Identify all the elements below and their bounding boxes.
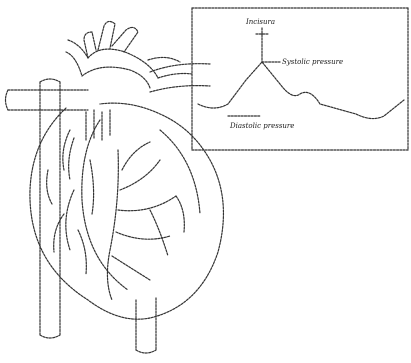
valves	[63, 110, 110, 180]
coronary-vessels	[47, 142, 185, 300]
pulmonary-artery	[150, 64, 210, 92]
pressure-waveform	[198, 62, 404, 119]
aortic-arch	[66, 21, 180, 88]
systolic-pressure-label: Systolic pressure	[282, 58, 343, 66]
incisura-label: Incisura	[245, 18, 275, 26]
pressure-inset-frame	[192, 8, 408, 150]
diastolic-pressure-label: Diastolic pressure	[229, 122, 294, 130]
pulmonary-vein-left	[6, 90, 89, 110]
incisura-marker	[256, 28, 268, 62]
descending-vessel	[136, 298, 156, 353]
